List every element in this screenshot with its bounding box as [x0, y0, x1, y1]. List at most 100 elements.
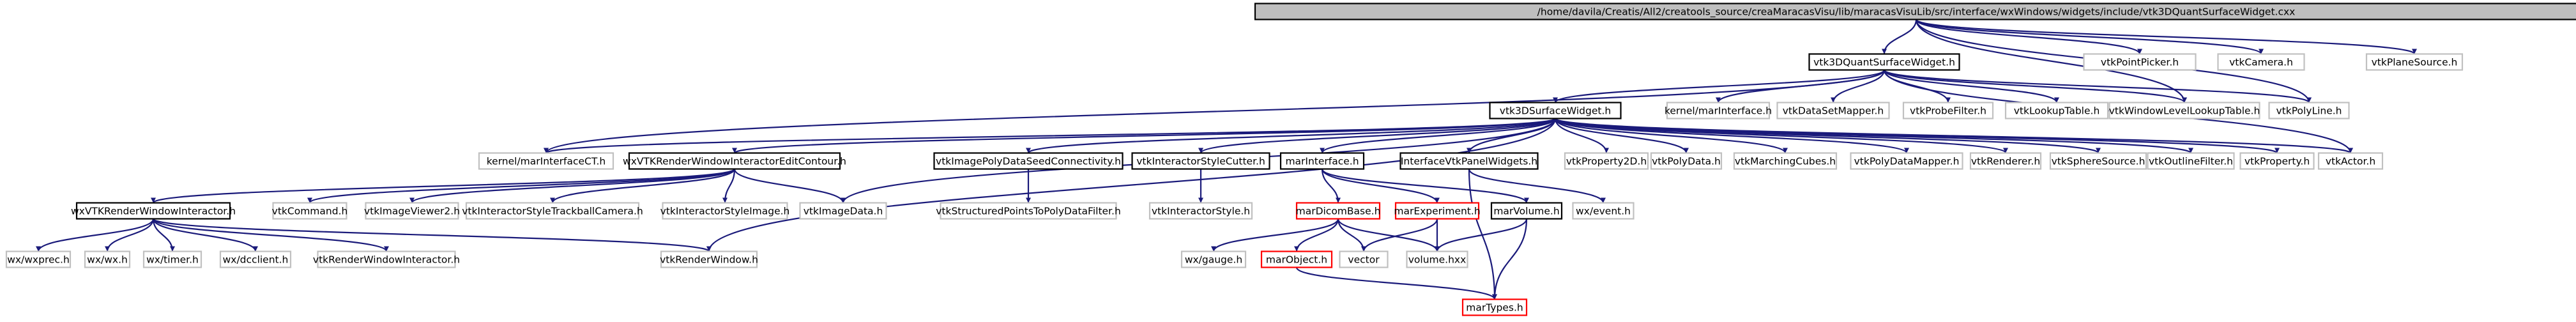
node-wxdcclient[interactable]: wx/dcclient.h: [219, 250, 292, 268]
node-wxevent[interactable]: wx/event.h: [1572, 202, 1635, 220]
node-box-vtkproperty: [2239, 152, 2315, 170]
node-marvolume[interactable]: marVolume.h: [1490, 202, 1563, 220]
node-label-marvolume: marVolume.h: [1493, 206, 1559, 217]
node-box-vtkrenderer: [1969, 152, 2042, 170]
node-wxtimer[interactable]: wx/timer.h: [142, 250, 202, 268]
node-vtkproperty[interactable]: vtkProperty.h: [2239, 152, 2315, 170]
node-box-vtkinteractorcutter: [1131, 152, 1270, 170]
node-label-vtkistrackball: vtkInteractorStyleTrackballCamera.h: [462, 206, 643, 217]
edge-wxvtkrwi-to-vtkrwi: [152, 218, 388, 252]
node-vtkactor[interactable]: vtkActor.h: [2317, 152, 2384, 170]
node-label-marobject: marObject.h: [1266, 254, 1327, 266]
node-vtkspheresource[interactable]: vtkSphereSource.h: [2049, 152, 2147, 170]
node-vtkrenderwindow[interactable]: vtkRenderWindow.h: [660, 250, 758, 268]
edge-wxvtkrwi-to-wxdcclient: [152, 218, 257, 252]
edge-marobject-to-martypes: [1295, 266, 1496, 300]
node-label-vtkimagepolydata: vtkImagePolyDataSeedConnectivity.h: [936, 156, 1121, 167]
node-box-vtkpointpicker: [2083, 53, 2197, 71]
edge-root-to-vtkplanesource: [1915, 19, 2416, 55]
node-vtkprobefilter[interactable]: vtkProbeFilter.h: [1902, 102, 1994, 119]
node-wxvtkeditcontour[interactable]: wxVTKRenderWindowInteractorEditContour.h: [623, 152, 846, 170]
node-vtkproperty2d[interactable]: vtkProperty2D.h: [1564, 152, 1649, 170]
node-vtkrwi[interactable]: vtkRenderWindowInteractor.h: [313, 250, 460, 268]
arrowhead-root-to-vtkpointpicker: [2137, 49, 2142, 54]
node-label-vtkactor: vtkActor.h: [2326, 156, 2375, 167]
node-vtkmarchingcubes[interactable]: vtkMarchingCubes.h: [1733, 152, 1838, 170]
node-box-vtkimageviewer2: [365, 202, 459, 220]
arrowhead-wxvtkeditcontour-to-vtkisimage: [722, 197, 728, 203]
node-box-wxtimer: [142, 250, 202, 268]
node-vtk3dsurface[interactable]: vtk3DSurfaceWidget.h: [1489, 102, 1622, 119]
node-wxvtkrwi[interactable]: wxVTKRenderWindowInteractor.h: [71, 202, 236, 220]
node-wxgauge[interactable]: wx/gauge.h: [1180, 250, 1247, 268]
node-interfacevtkpanel[interactable]: InterfaceVtkPanelWidgets.h: [1399, 152, 1539, 170]
node-vtkisimage[interactable]: vtkInteractorStyleImage.h: [660, 202, 790, 220]
node-label-wxwxprec: wx/wxprec.h: [7, 254, 70, 266]
node-vtkpolydata[interactable]: vtkPolyData.h: [1650, 152, 1723, 170]
node-vtkoutlinefilter[interactable]: vtkOutlineFilter.h: [2147, 152, 2235, 170]
node-vtkimageviewer2[interactable]: vtkImageViewer2.h: [364, 202, 460, 220]
node-vtkpolydatamapper[interactable]: vtkPolyDataMapper.h: [1850, 152, 1963, 170]
node-marexperiment[interactable]: marExperiment.h: [1394, 202, 1481, 220]
node-vtkpolyline[interactable]: vtkPolyLine.h: [2268, 102, 2350, 119]
node-kernelmarinterface[interactable]: kernel/marInterface.h: [1665, 102, 1772, 119]
node-volumehxx[interactable]: volume.hxx: [1406, 250, 1468, 268]
node-marobject[interactable]: marObject.h: [1260, 250, 1333, 268]
arrowhead-vtk3dsurface-to-vtkactor: [2348, 148, 2353, 153]
node-label-marinterface: marInterface.h: [1285, 156, 1359, 167]
node-label-vtkisimage: vtkInteractorStyleImage.h: [660, 206, 790, 217]
node-kernelmarinterfacect[interactable]: kernel/marInterfaceCT.h: [478, 152, 614, 170]
arrowhead-root-to-vtkplanesource: [2412, 49, 2417, 54]
arrowhead-vtk3dsurface-to-vtkrenderer: [2003, 148, 2008, 153]
arrowhead-wxvtkeditcontour-to-vtkimageviewer2: [409, 197, 415, 203]
node-vtkinteractorcutter[interactable]: vtkInteractorStyleCutter.h: [1131, 152, 1270, 170]
node-label-vtkimagedata: vtkImageData.h: [804, 206, 883, 217]
edge-mardicombase-to-volumehxx: [1337, 218, 1438, 252]
edge-vtk3dsurface-to-vtkmarchingcubes: [1554, 118, 1787, 154]
node-vtklookuptable[interactable]: vtkLookupTable.h: [2004, 102, 2109, 119]
edge-vtk3dsurface-to-vtkrenderwindow: [708, 118, 1557, 252]
node-box-marinterface: [1279, 152, 1365, 170]
node-wxwxprec[interactable]: wx/wxprec.h: [5, 250, 72, 268]
node-vtkistrackball[interactable]: vtkInteractorStyleTrackballCamera.h: [462, 202, 643, 220]
node-box-vtkistrackball: [465, 202, 640, 220]
node-martypes[interactable]: marTypes.h: [1461, 298, 1528, 316]
node-label-mardicombase: marDicomBase.h: [1296, 206, 1381, 217]
arrowhead-marinterface-to-marexperiment: [1435, 197, 1440, 203]
edge-wxvtkrwi-to-vtkrenderwindow: [152, 218, 710, 252]
arrowhead-marobject-to-martypes: [1492, 294, 1497, 300]
node-vtk3dquant[interactable]: vtk3DQuantSurfaceWidget.h: [1808, 53, 1960, 71]
node-label-vtkpolydatamapper: vtkPolyDataMapper.h: [1854, 156, 1960, 167]
node-vtkrenderer[interactable]: vtkRenderer.h: [1969, 152, 2042, 170]
edge-vtk3dsurface-to-vtkspheresource: [1554, 118, 2100, 154]
node-box-wxevent: [1572, 202, 1635, 220]
node-vtkwindowlevel[interactable]: vtkWindowLevelLookupTable.h: [2108, 102, 2260, 119]
node-vtkplanesource[interactable]: vtkPlaneSource.h: [2365, 53, 2464, 71]
node-vtkimagedata[interactable]: vtkImageData.h: [799, 202, 887, 220]
node-label-vtkpointpicker: vtkPointPicker.h: [2101, 57, 2179, 68]
node-label-volumehxx: volume.hxx: [1408, 254, 1467, 266]
node-vtkcommand[interactable]: vtkCommand.h: [272, 202, 348, 220]
arrowhead-vtk3dsurface-to-marinterface: [1320, 148, 1325, 153]
node-box-volumehxx: [1406, 250, 1468, 268]
node-box-marvolume: [1490, 202, 1563, 220]
node-box-wxwxprec: [5, 250, 72, 268]
node-label-root: /home/davila/Creatis/All2/creatools_sour…: [1537, 6, 2296, 19]
edge-wxvtkrwi-to-wxwx: [106, 218, 155, 252]
edge-marinterface-to-marexperiment: [1321, 169, 1438, 203]
node-mardicombase[interactable]: marDicomBase.h: [1296, 202, 1381, 220]
node-vtkpointpicker[interactable]: vtkPointPicker.h: [2083, 53, 2197, 71]
node-marinterface[interactable]: marInterface.h: [1279, 152, 1365, 170]
node-vector[interactable]: vector: [1339, 250, 1389, 268]
edge-vtk3dquant-to-kernelmarinterfacect: [545, 70, 1886, 153]
node-wxwx[interactable]: wx/wx.h: [84, 250, 131, 268]
node-vtkcamera[interactable]: vtkCamera.h: [2217, 53, 2305, 71]
node-vtkdatasetmapper[interactable]: vtkDataSetMapper.h: [1776, 102, 1890, 119]
node-vtkstructuredpoints[interactable]: vtkStructuredPointsToPolyDataFilter.h: [936, 202, 1121, 220]
node-root[interactable]: /home/davila/Creatis/All2/creatools_sour…: [1254, 3, 2576, 20]
node-label-kernelmarinterface: kernel/marInterface.h: [1665, 105, 1772, 117]
arrowhead-vtkinteractorcutter-to-vtkinteractorstyle: [1198, 197, 1203, 203]
node-vtkimagepolydata[interactable]: vtkImagePolyDataSeedConnectivity.h: [933, 152, 1124, 170]
node-vtkinteractorstyle[interactable]: vtkInteractorStyle.h: [1148, 202, 1253, 220]
